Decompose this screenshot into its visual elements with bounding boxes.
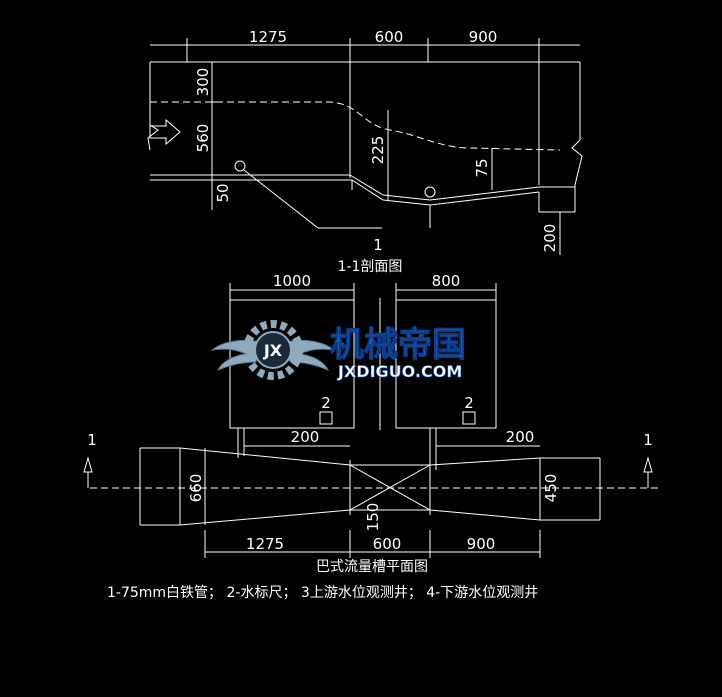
section-view: 1275 600 900 <box>147 28 583 275</box>
section-dim-1275: 1275 <box>249 28 287 46</box>
plan-dim-900: 900 <box>467 535 496 553</box>
plan-bottom-dimension-line <box>204 530 541 558</box>
plan-title: 巴式流量槽平面图 <box>316 559 428 575</box>
section-dim-300: 300 <box>194 68 212 97</box>
section-title: 1-1剖面图 <box>338 259 403 275</box>
section-marker-right <box>643 456 653 488</box>
plan-view: 1000 800 2 2 200 200 <box>83 272 660 575</box>
gear-icon <box>243 320 303 380</box>
plan-dim-1275: 1275 <box>246 535 284 553</box>
watermark-brand-en: JXDIGUO.COM <box>337 362 462 381</box>
watermark-brand-cn: 机械帝国 <box>330 325 466 365</box>
section-inner-dimension-line <box>387 110 493 200</box>
plan-well-dimension-lines <box>229 283 497 300</box>
section-dim-75: 75 <box>473 158 491 177</box>
gauge-label-left: 2 <box>321 394 331 412</box>
emblem-letters: JX <box>263 341 283 360</box>
watermark: JX 机械帝国 JXDIGUO.COM <box>210 320 467 381</box>
flow-arrow <box>149 118 181 146</box>
section-dim-200: 200 <box>541 224 559 253</box>
width-dim-660: 660 <box>187 474 205 503</box>
section-dim-900: 900 <box>469 28 498 46</box>
section-mark-right: 1 <box>643 431 653 449</box>
well-dim-1000: 1000 <box>273 272 311 290</box>
section-marker-left <box>83 456 93 488</box>
water-gauge-right <box>462 411 476 425</box>
offset-dim-left: 200 <box>291 428 320 446</box>
gauge-label-right: 2 <box>464 394 474 412</box>
section-dim-50: 50 <box>214 183 232 202</box>
plan-dim-600: 600 <box>373 535 402 553</box>
section-floor <box>150 174 576 228</box>
section-outline <box>147 61 583 186</box>
downstream-well <box>395 299 497 429</box>
offset-dim-right: 200 <box>506 428 535 446</box>
water-surface-line <box>150 101 561 151</box>
section-dim-560: 560 <box>194 124 212 153</box>
width-dim-450: 450 <box>542 474 560 503</box>
section-left-dimension-line <box>205 61 219 210</box>
section-mark: 1 <box>373 236 383 254</box>
throat-dim-150: 150 <box>364 503 382 532</box>
legend-text: 1-75mm白铁管； 2-水标尺； 3上游水位观测井； 4-下游水位观测井 <box>107 585 538 601</box>
section-mark-left: 1 <box>87 431 97 449</box>
section-dim-225: 225 <box>369 136 387 165</box>
well-dim-800: 800 <box>432 272 461 290</box>
section-top-dimension-line <box>150 38 580 62</box>
water-gauge-left <box>319 411 333 425</box>
section-pipe <box>234 160 436 229</box>
section-dim-600: 600 <box>375 28 404 46</box>
